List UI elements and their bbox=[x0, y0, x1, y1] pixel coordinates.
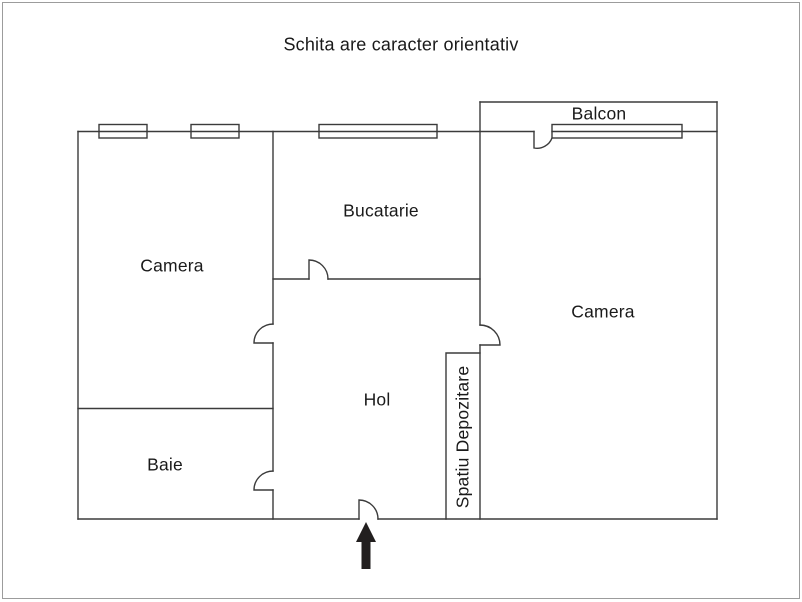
room-label-spatiu-depozitare: Spatiu Depozitare bbox=[452, 365, 473, 509]
wall-storage bbox=[445, 352, 481, 520]
windows bbox=[98, 123, 683, 139]
page-title: Schita are caracter orientativ bbox=[283, 34, 519, 55]
room-label-camera-right: Camera bbox=[571, 301, 635, 322]
window-balcon bbox=[551, 123, 683, 139]
room-label-balcon: Balcon bbox=[571, 103, 627, 124]
room-label-baie: Baie bbox=[147, 454, 183, 475]
walls bbox=[77, 101, 718, 520]
structure bbox=[77, 101, 718, 520]
window-bucatarie bbox=[318, 123, 438, 139]
door-balcon bbox=[533, 130, 553, 149]
window-camera-left-a bbox=[98, 123, 148, 139]
door-camera-right bbox=[479, 324, 501, 346]
window-camera-left-b bbox=[190, 123, 240, 139]
room-label-hol: Hol bbox=[363, 389, 391, 410]
entrance-arrow-icon bbox=[356, 522, 376, 569]
door-entrance bbox=[358, 499, 379, 520]
room-label-bucatarie: Bucatarie bbox=[343, 200, 419, 221]
room-label-camera-left: Camera bbox=[140, 255, 204, 276]
door-bucatarie bbox=[308, 259, 329, 280]
door-baie bbox=[253, 470, 274, 491]
door-camera-left bbox=[253, 323, 274, 344]
doors bbox=[253, 130, 553, 520]
